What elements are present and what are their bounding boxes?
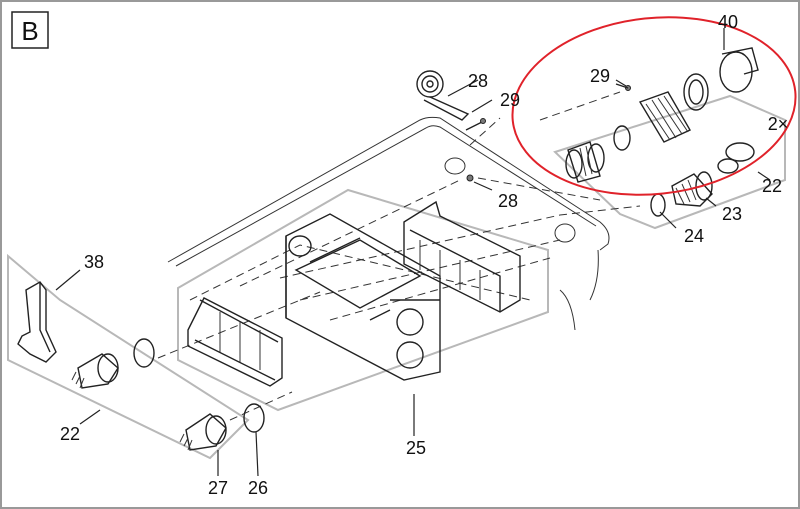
label-28-right: 28	[498, 191, 518, 211]
part-26-ring-left	[133, 338, 155, 368]
label-28-top: 28	[468, 71, 488, 91]
part-23-connector-right	[671, 142, 755, 207]
label-38: 38	[84, 252, 104, 272]
label-27: 27	[208, 478, 228, 498]
label-24: 24	[684, 226, 704, 246]
label-22-left: 22	[60, 424, 80, 444]
view-letter: B	[21, 16, 38, 46]
label-29-right: 29	[590, 66, 610, 86]
part-25-exchanger	[285, 213, 441, 381]
part-38-bracket	[17, 281, 57, 363]
label-23: 23	[722, 204, 742, 224]
part-28-coil	[416, 70, 470, 121]
label-26: 26	[248, 478, 268, 498]
label-25: 25	[406, 438, 426, 458]
label-29-top: 29	[500, 90, 520, 110]
part-28-pin	[466, 174, 474, 182]
view-letter-box: B	[11, 11, 49, 49]
part-29-screw-top	[465, 118, 486, 131]
deflector-left	[187, 297, 283, 387]
assembly-dashed-lines	[157, 91, 641, 421]
highlight-ellipse	[511, 16, 797, 196]
part-40-assembly	[565, 47, 759, 183]
group-outline-left	[7, 253, 250, 460]
callout-labels: 40 29 28 29 28 2× 22 23 24 38 22 25 27 2…	[60, 12, 788, 498]
label-22-right: 22	[762, 176, 782, 196]
group-outline-right	[553, 94, 786, 230]
label-qty: 2×	[768, 114, 789, 134]
part-27-connector	[179, 413, 227, 451]
deflector-right	[403, 200, 521, 313]
group-outline-25	[177, 188, 549, 412]
part-26-ring	[243, 403, 265, 433]
part-24-ring	[650, 193, 666, 217]
housing	[167, 116, 610, 331]
label-40: 40	[718, 12, 738, 32]
leader-lines	[55, 28, 771, 477]
part-22-connector-left	[71, 353, 119, 389]
